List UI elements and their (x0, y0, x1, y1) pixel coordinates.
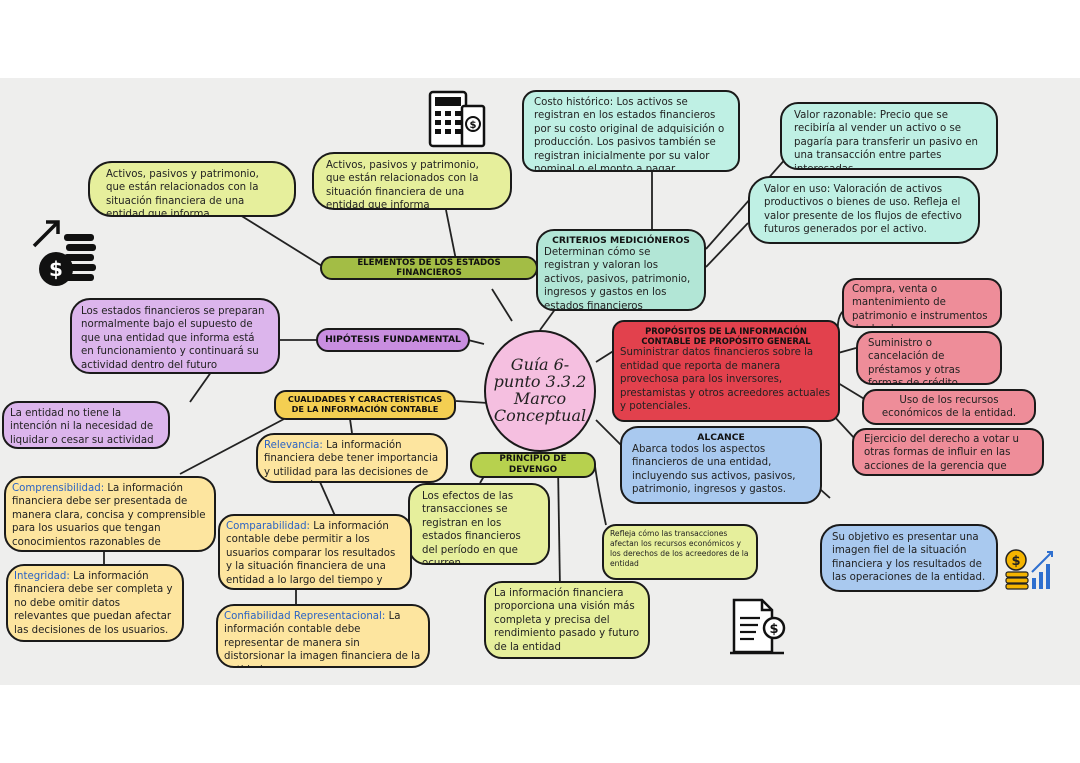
relevancia-note: Relevancia: La información financiera de… (256, 433, 448, 483)
calculator-icon: $ (428, 90, 486, 148)
integridad-keyword: Integridad: (14, 571, 70, 582)
alcance-branch-label: ALCANCE (697, 432, 745, 443)
confiabilidad-text: La información contable debe representar… (224, 611, 421, 666)
devengo-efectos-note: Los efectos de las transacciones se regi… (408, 483, 550, 565)
proposito-uso-note: Uso de los recursos económicos de la ent… (862, 389, 1036, 425)
relevancia-text: La información financiera debe tener imp… (264, 440, 439, 481)
elementos-top-note: Activos, pasivos y patrimonio, que están… (312, 152, 512, 210)
svg-text:$: $ (769, 622, 778, 637)
central-topic: Guía 6- punto 3.3.2 Marco Conceptual (484, 330, 596, 452)
valor-razonable-note: Valor razonable: Precio que se recibiría… (780, 102, 998, 170)
devengo-branch-label: PRINCIPIO DE DEVENGO (470, 452, 596, 478)
proposito-votar-note: Ejercicio del derecho a votar u otras fo… (852, 428, 1044, 476)
confiabilidad-keyword: Confiabilidad Representacional: (224, 611, 386, 622)
proposito-suministro-note: Suministro o cancelación de préstamos y … (856, 331, 1002, 385)
elementos-left-note: Activos, pasivos y patrimonio, que están… (88, 161, 296, 217)
criterios-text: Determinan cómo se registran y valoran l… (544, 247, 691, 311)
propositos-branch: PROPÓSITOS DE LA INFORMACIÓN CONTABLE DE… (612, 320, 840, 422)
alcance-objetivo-note: Su objetivo es presentar una imagen fiel… (820, 524, 998, 592)
elementos-branch-label: ELEMENTOS DE LOS ESTADOS FINANCIEROS (320, 256, 538, 280)
document-dollar-icon: $ (730, 598, 786, 655)
hipotesis-sub-note: La entidad no tiene la intención ni la n… (2, 401, 170, 449)
mind-map-board: $ $ $ $ Guía 6- punto 3.3.2 (0, 78, 1080, 685)
money-growth-icon: $ (32, 220, 96, 286)
criterios-branch: CRITERIOS MEDICIÓNEROS Determinan cómo s… (536, 229, 706, 311)
integridad-note: Integridad: La información financiera de… (6, 564, 184, 642)
devengo-refleja-note: Refleja cómo las transacciones afectan l… (602, 524, 758, 580)
coins-chart-icon: $ (1005, 549, 1053, 590)
hipotesis-branch-label: HIPÓTESIS FUNDAMENTAL (316, 328, 470, 352)
relevancia-keyword: Relevancia: (264, 440, 323, 451)
svg-text:$: $ (470, 120, 477, 131)
comparabilidad-keyword: Comparabilidad: (226, 521, 310, 532)
propositos-text: Suministrar datos financieros sobre la e… (620, 347, 831, 412)
comprensibilidad-note: Comprensibilidad: La información financi… (4, 476, 216, 552)
svg-text:$: $ (49, 257, 63, 281)
cualidades-branch-label: CUALIDADES Y CARACTERÍSTICAS DE LA INFOR… (274, 390, 456, 420)
proposito-compra-note: Compra, venta o mantenimiento de patrimo… (842, 278, 1002, 328)
valor-uso-note: Valor en uso: Valoración de activos prod… (748, 176, 980, 244)
comparabilidad-text: La información contable debe permitir a … (226, 521, 396, 586)
alcance-text: Abarca todos los aspectos financieros de… (632, 444, 796, 496)
criterios-branch-label: CRITERIOS MEDICIÓNEROS (552, 235, 690, 246)
comparabilidad-note: Comparabilidad: La información contable … (218, 514, 412, 590)
integridad-text: La información financiera debe ser compl… (14, 571, 173, 636)
alcance-branch: ALCANCE Abarca todos los aspectos financ… (620, 426, 822, 504)
comprensibilidad-keyword: Comprensibilidad: (12, 483, 105, 494)
confiabilidad-note: Confiabilidad Representacional: La infor… (216, 604, 430, 668)
hipotesis-note: Los estados financieros se preparan norm… (70, 298, 280, 374)
propositos-branch-label: PROPÓSITOS DE LA INFORMACIÓN CONTABLE DE… (641, 326, 811, 347)
devengo-vision-note: La información financiera proporciona un… (484, 581, 650, 659)
costo-historico-note: Costo histórico: Los activos se registra… (522, 90, 740, 172)
comprensibilidad-text: La información financiera debe ser prese… (12, 483, 206, 548)
svg-text:$: $ (1011, 554, 1020, 569)
